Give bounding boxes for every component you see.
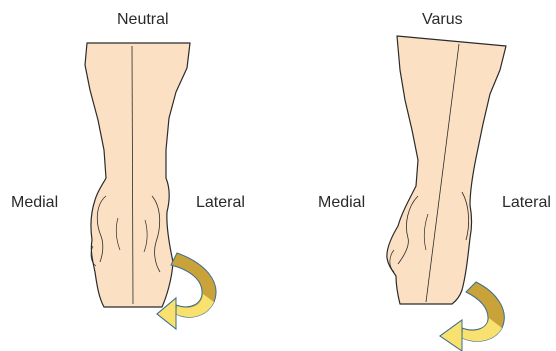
varus-title: Varus	[422, 11, 463, 29]
neutral-foot-shape	[85, 43, 190, 307]
varus-arrow-head	[440, 320, 462, 351]
varus-lateral-label: Lateral	[502, 194, 551, 212]
neutral-foot	[85, 43, 190, 307]
neutral-medial-label: Medial	[11, 194, 58, 212]
neutral-title: Neutral	[117, 11, 169, 29]
neutral-lateral-label: Lateral	[196, 194, 245, 212]
varus-foot	[387, 36, 506, 304]
varus-foot-shape	[387, 36, 506, 304]
varus-medial-label: Medial	[318, 194, 365, 212]
